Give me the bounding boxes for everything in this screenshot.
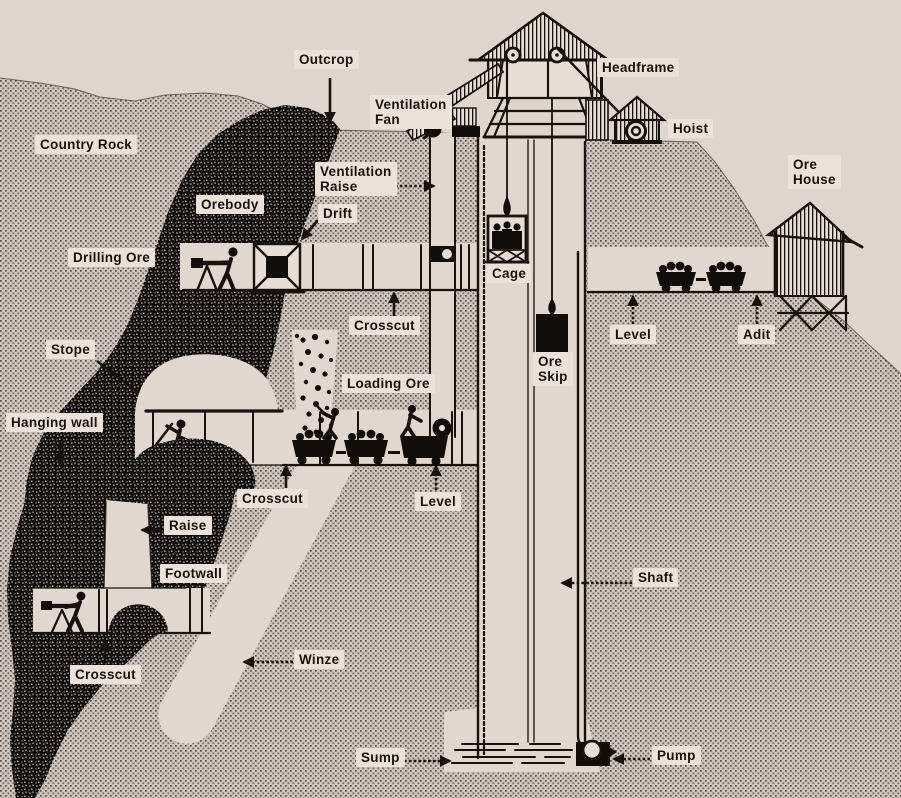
label-country-rock: Country Rock bbox=[35, 135, 138, 154]
label-shaft: Shaft bbox=[633, 568, 679, 587]
label-footwall: Footwall bbox=[160, 564, 228, 583]
label-ore-skip: Ore Skip bbox=[533, 352, 573, 386]
drilling-ore-miner bbox=[191, 247, 238, 293]
label-winze: Winze bbox=[294, 650, 345, 669]
ore-skip-figure bbox=[536, 61, 568, 358]
hoist-roof bbox=[607, 95, 667, 122]
label-loading-ore: Loading Ore bbox=[342, 374, 435, 393]
level3-posts bbox=[98, 587, 203, 634]
cage-hanger bbox=[503, 196, 511, 217]
label-crosscut-upper: Crosscut bbox=[349, 316, 420, 335]
stope-broken-ore-pile bbox=[127, 438, 256, 492]
label-pump: Pump bbox=[652, 746, 701, 765]
underground-details bbox=[31, 61, 780, 766]
raise-walls bbox=[103, 501, 153, 589]
sump-water-lines bbox=[451, 743, 573, 764]
level3-ore-pile bbox=[108, 604, 168, 633]
label-orebody: Orebody bbox=[196, 195, 264, 214]
level3-miner bbox=[41, 591, 86, 634]
hoist-drum bbox=[625, 120, 647, 142]
drift-portal bbox=[248, 242, 306, 294]
headframe-bents bbox=[482, 60, 606, 139]
ore-house-roof bbox=[764, 201, 856, 244]
label-hoist: Hoist bbox=[668, 119, 714, 138]
level1-posts bbox=[312, 244, 470, 291]
label-hanging-wall: Hanging wall bbox=[6, 413, 103, 432]
arrow-drift bbox=[300, 219, 319, 241]
label-sump: Sump bbox=[356, 748, 405, 767]
label-drift: Drift bbox=[318, 204, 358, 223]
label-stope: Stope bbox=[46, 340, 96, 359]
adit-ore-carts bbox=[656, 261, 746, 293]
label-adit: Adit bbox=[738, 325, 776, 344]
skip-hanger bbox=[548, 298, 556, 315]
ore-house-structure bbox=[764, 201, 864, 332]
raise-passage bbox=[104, 500, 152, 588]
hoist-house bbox=[607, 95, 667, 144]
level2-ore-carts bbox=[292, 429, 448, 466]
pump-figure bbox=[576, 250, 617, 766]
cage-figure bbox=[484, 61, 530, 264]
loading-ore-miners bbox=[316, 405, 423, 440]
label-level-lower: Level bbox=[415, 492, 462, 511]
label-crosscut-bottom: Crosscut bbox=[70, 665, 141, 684]
annotation-arrows bbox=[54, 78, 763, 767]
ore-house-trestle bbox=[776, 294, 850, 332]
surface-structures bbox=[405, 11, 864, 332]
level2-posts bbox=[319, 411, 463, 466]
stope-pointer-line bbox=[96, 359, 140, 395]
label-drilling-ore: Drilling Ore bbox=[68, 248, 156, 267]
label-ventilation-fan: Ventilation Fan bbox=[370, 95, 452, 129]
label-ore-house: Ore House bbox=[788, 155, 841, 189]
label-raise: Raise bbox=[164, 516, 212, 535]
label-level-upper: Level bbox=[610, 325, 657, 344]
winze-incline bbox=[158, 460, 358, 744]
label-cage: Cage bbox=[487, 264, 532, 283]
label-outcrop: Outcrop bbox=[294, 50, 359, 69]
headframe-roof bbox=[473, 11, 613, 62]
label-crosscut-middle: Crosscut bbox=[237, 489, 308, 508]
label-ventilation-raise: Ventilation Raise bbox=[315, 162, 397, 196]
headframe-structure bbox=[438, 11, 636, 141]
label-headframe: Headframe bbox=[597, 58, 680, 77]
